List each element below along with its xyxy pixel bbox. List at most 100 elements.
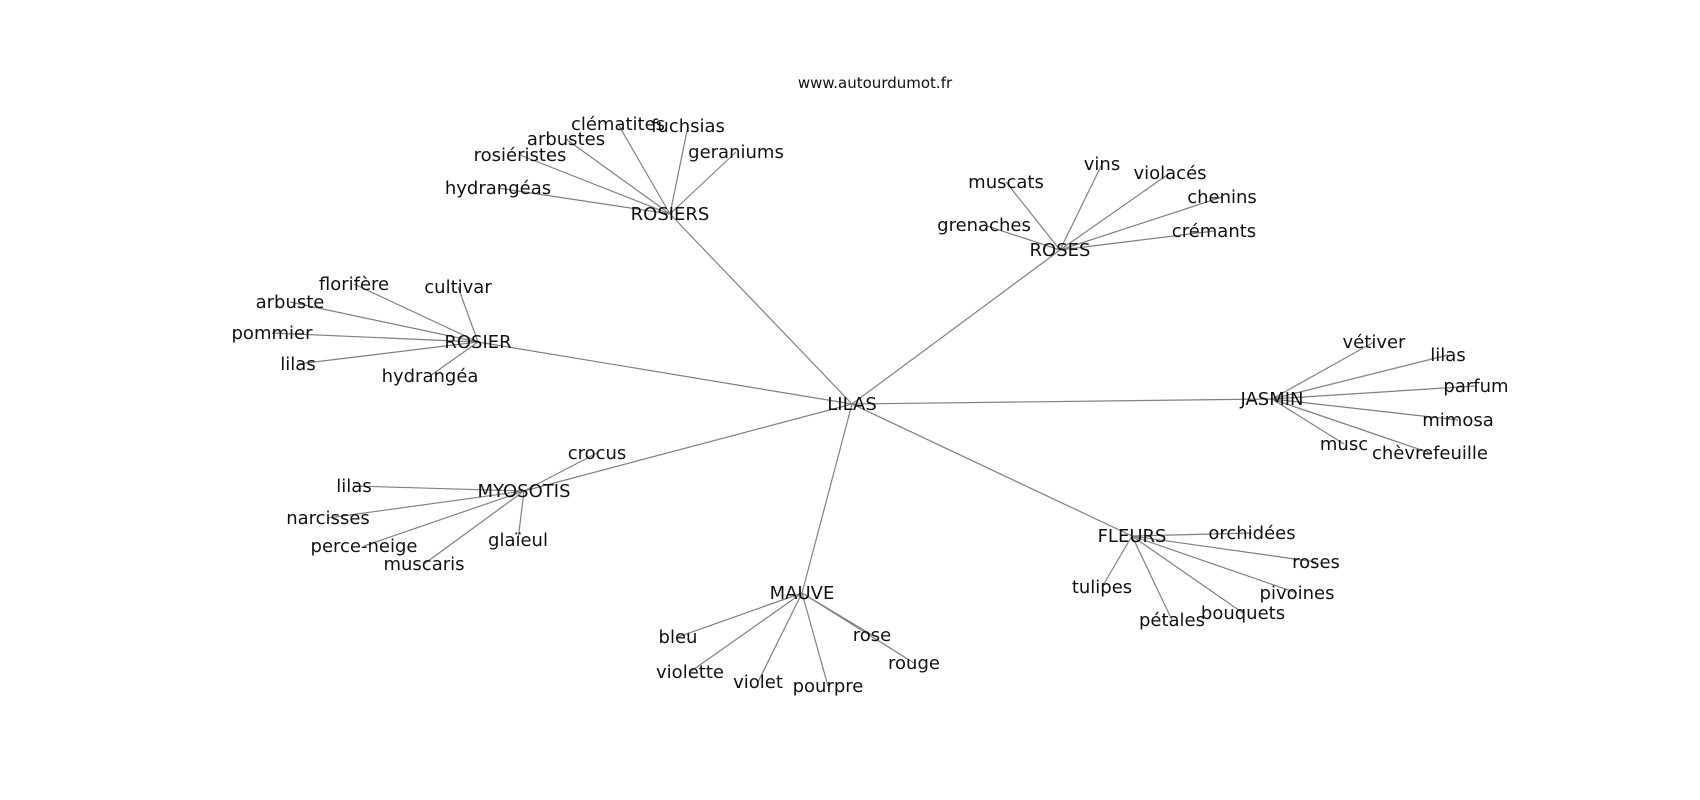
edge-jasmin-mimosa	[1271, 398, 1459, 421]
hub-node-rosiers: ROSIERS	[631, 204, 710, 225]
edge-fleurs-bouquets	[1131, 535, 1244, 614]
edge-mauve-bleu	[677, 592, 803, 638]
edge-lilas-roses	[851, 249, 1061, 405]
edge-myosotis-narcisses	[327, 490, 525, 519]
edge-jasmin-parfum	[1271, 385, 1477, 400]
edge-rosier-pommier	[271, 332, 479, 343]
leaf-node-mauve-violet: violet	[733, 672, 783, 693]
edge-rosiers-hydrangeas	[497, 187, 671, 215]
leaf-node-fleurs-orchidees: orchidées	[1208, 523, 1295, 544]
edge-jasmin-chevrefeuille	[1271, 398, 1431, 454]
leaf-node-fleurs-petales: pétales	[1139, 610, 1205, 631]
leaf-node-myosotis-muscaris: muscaris	[383, 554, 464, 575]
edge-roses-violaces	[1059, 172, 1171, 251]
edge-mauve-rouge	[801, 592, 915, 664]
leaf-node-jasmin-musc: musc	[1320, 434, 1368, 455]
leaf-node-fleurs-roses: roses	[1292, 552, 1340, 573]
hub-node-rosier: ROSIER	[444, 332, 511, 353]
watermark-text: www.autourdumot.fr	[798, 74, 953, 92]
hub-node-fleurs: FLEURS	[1098, 526, 1167, 547]
edge-myosotis-perce-neige	[363, 490, 525, 547]
leaf-node-roses-muscats: muscats	[968, 172, 1044, 193]
edge-roses-vins	[1059, 163, 1103, 251]
edge-jasmin-lilas	[1271, 354, 1449, 400]
edge-lilas-mauve	[801, 403, 853, 594]
leaf-node-rosiers-arbustes: arbustes	[527, 129, 605, 150]
hub-node-mauve: MAUVE	[770, 583, 835, 604]
edge-myosotis-lilas	[353, 485, 525, 492]
leaf-node-myosotis-crocus: crocus	[568, 443, 627, 464]
edge-lilas-myosotis	[523, 403, 853, 492]
leaf-node-roses-chenins: chenins	[1187, 187, 1257, 208]
leaf-node-rosiers-fuchsias: fuchsias	[651, 116, 725, 137]
leaf-node-jasmin-mimosa: mimosa	[1422, 410, 1494, 431]
leaf-node-roses-violaces: violacés	[1133, 163, 1206, 184]
leaf-node-roses-vins: vins	[1084, 154, 1120, 175]
edge-roses-chenins	[1059, 196, 1223, 251]
leaf-node-rosiers-geraniums: geraniums	[688, 142, 784, 163]
edge-rosier-florifere	[353, 283, 479, 343]
leaf-node-fleurs-bouquets: bouquets	[1201, 603, 1285, 624]
edge-mauve-pourpre	[801, 592, 829, 687]
edge-fleurs-orchidees	[1131, 532, 1253, 537]
edge-jasmin-musc	[1271, 398, 1345, 445]
graph-edges	[271, 123, 1477, 687]
leaf-node-mauve-violette: violette	[656, 662, 724, 683]
edge-mauve-violette	[689, 592, 803, 673]
edge-rosiers-rosieristes	[519, 154, 671, 215]
edge-mauve-violet	[757, 592, 803, 683]
leaf-node-myosotis-lilas: lilas	[336, 476, 371, 497]
edge-myosotis-glaieul	[517, 490, 525, 541]
edge-roses-muscats	[1005, 181, 1061, 251]
edge-fleurs-roses	[1131, 535, 1317, 563]
leaf-node-fleurs-tulipes: tulipes	[1072, 577, 1132, 598]
leaf-node-rosiers-hydrangeas: hydrangéas	[445, 178, 551, 199]
edge-rosiers-arbustes	[565, 138, 671, 215]
leaf-node-roses-grenaches: grenaches	[937, 215, 1031, 236]
edge-myosotis-muscaris	[423, 490, 525, 565]
leaf-node-rosier-florifere: florifère	[319, 274, 389, 295]
leaf-node-myosotis-perce-neige: perce-neige	[311, 536, 418, 557]
edge-rosier-cultivar	[457, 286, 479, 343]
edge-rosier-lilas	[297, 341, 479, 365]
edge-myosotis-crocus	[523, 452, 598, 492]
hub-node-jasmin: JASMIN	[1239, 389, 1303, 410]
leaf-node-rosiers-clematites: clématites	[571, 114, 665, 135]
leaf-node-rosier-pommier: pommier	[232, 323, 314, 344]
leaf-node-fleurs-pivoines: pivoines	[1260, 583, 1335, 604]
leaf-node-mauve-rouge: rouge	[888, 653, 940, 674]
leaf-node-mauve-bleu: bleu	[659, 627, 698, 648]
edge-rosier-arbuste	[289, 301, 479, 343]
edge-roses-cremants	[1059, 230, 1215, 251]
leaf-node-myosotis-glaieul: glaïeul	[488, 530, 548, 551]
hub-node-roses: ROSES	[1030, 240, 1091, 261]
leaf-node-myosotis-narcisses: narcisses	[286, 508, 370, 529]
leaf-node-jasmin-parfum: parfum	[1443, 376, 1508, 397]
leaf-node-jasmin-lilas: lilas	[1430, 345, 1465, 366]
edge-lilas-jasmin	[851, 398, 1273, 405]
leaf-node-mauve-pourpre: pourpre	[793, 676, 864, 697]
leaf-node-jasmin-chevrefeuille: chèvrefeuille	[1372, 443, 1488, 464]
edge-jasmin-vetiver	[1271, 341, 1375, 400]
graph-labels: www.autourdumot.fr LILAS ROSIERS clématite…	[232, 74, 1509, 697]
leaf-node-roses-cremants: crémants	[1172, 221, 1256, 242]
leaf-node-jasmin-vetiver: vétiver	[1343, 332, 1407, 353]
leaf-node-rosier-cultivar: cultivar	[424, 277, 492, 298]
edge-roses-grenaches	[983, 224, 1061, 251]
edge-rosiers-fuchsias	[669, 125, 689, 215]
edge-lilas-rosiers	[669, 213, 853, 405]
root-node-label: LILAS	[827, 394, 877, 415]
edge-fleurs-tulipes	[1101, 535, 1133, 588]
edge-rosier-hydrangea	[429, 341, 479, 377]
edge-rosiers-geraniums	[669, 151, 737, 215]
leaf-node-rosier-hydrangea: hydrangéa	[382, 366, 479, 387]
edge-lilas-rosier	[477, 341, 853, 405]
leaf-node-rosiers-rosieristes: rosiéristes	[474, 145, 567, 166]
edge-lilas-fleurs	[851, 403, 1133, 537]
hub-node-myosotis: MYOSOTIS	[477, 481, 570, 502]
leaf-node-rosier-lilas: lilas	[280, 354, 315, 375]
leaf-node-mauve-rose: rose	[853, 625, 891, 646]
edge-fleurs-petales	[1131, 535, 1173, 621]
edge-fleurs-pivoines	[1131, 535, 1298, 594]
